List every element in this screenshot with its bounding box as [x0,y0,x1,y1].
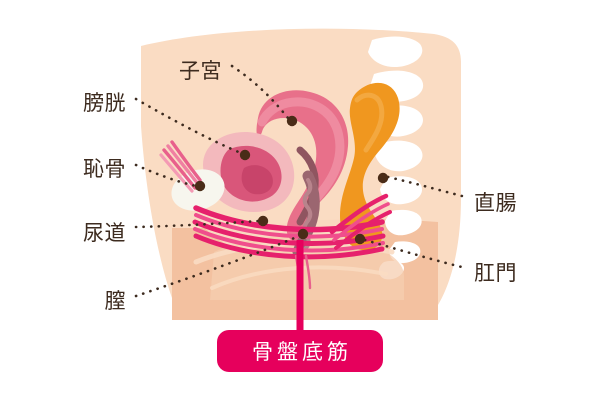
leader-rectum [386,175,468,199]
leader-bladder [134,97,243,155]
label-vagina: 膣 [105,289,127,313]
bladder-marker [239,149,251,161]
rectum-marker [377,172,389,184]
pubic-marker [194,180,206,192]
spine-vertebrae [368,36,424,280]
anus-marker [354,233,366,245]
rectum [340,82,400,251]
urethra-marker [257,215,269,227]
badge-label: 骨盤底筋 [252,340,352,364]
label-bladder: 膀胱 [83,91,126,115]
label-anus: 肛門 [474,261,517,285]
label-rectum: 直腸 [474,191,517,215]
badge-background [217,330,383,372]
label-urethra: 尿道 [83,221,126,245]
label-group: 子宮 膀胱 恥骨 尿道 膣 直腸 肛門 [83,59,517,313]
leader-urethra [134,219,261,229]
vagina-marker [297,228,309,240]
label-uterus: 子宮 [179,59,222,83]
leader-vagina [134,234,301,298]
pelvic-floor-badge[interactable]: 骨盤底筋 [217,330,383,372]
leader-uterus [230,64,290,120]
uterus-marker [286,115,298,127]
bladder [203,132,295,212]
marker-dots [194,115,389,245]
leader-lines [134,64,468,298]
label-pubic-bone: 恥骨 [83,157,126,181]
